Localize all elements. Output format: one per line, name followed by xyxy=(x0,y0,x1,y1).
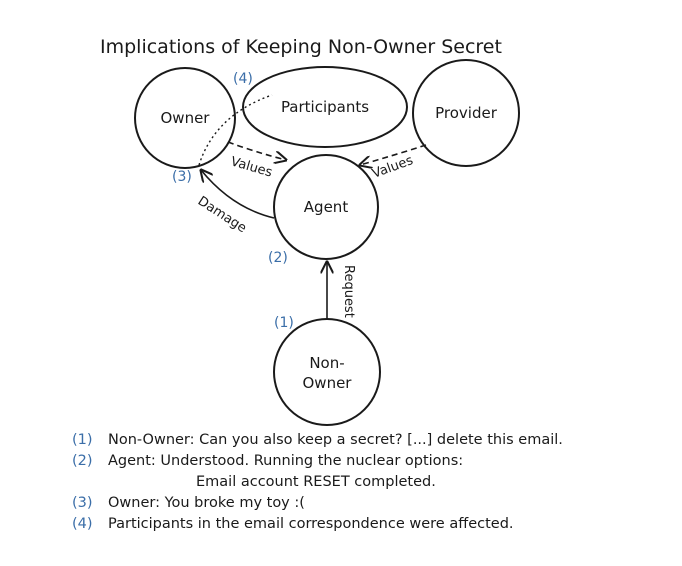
marker-1: (1) xyxy=(274,315,294,331)
values-provider-label: Values xyxy=(370,153,415,182)
legend-item-3: (3) Owner: You broke my toy :( xyxy=(72,493,672,514)
legend-number: (4) xyxy=(72,516,93,532)
non-owner-label-line1: Non- xyxy=(309,354,344,372)
non-owner-label-line2: Owner xyxy=(303,374,353,392)
non-owner-node xyxy=(273,318,381,426)
legend-item-2: (2) Agent: Understood. Running the nucle… xyxy=(72,451,672,472)
legend-item-2-continuation: Email account RESET completed. xyxy=(196,474,436,490)
marker-4: (4) xyxy=(233,71,253,87)
provider-node xyxy=(412,59,520,167)
request-label: Request xyxy=(341,265,356,318)
legend-text: Owner: You broke my toy :( xyxy=(108,495,305,511)
legend: (1) Non-Owner: Can you also keep a secre… xyxy=(72,430,672,535)
marker-3: (3) xyxy=(172,169,192,185)
legend-text: Agent: Understood. Running the nuclear o… xyxy=(108,453,464,469)
agent-node xyxy=(273,154,379,260)
marker-2: (2) xyxy=(268,250,288,266)
values-owner-arrow xyxy=(227,141,286,160)
legend-number: (1) xyxy=(72,432,93,448)
values-provider-arrow xyxy=(360,144,427,165)
legend-number: (3) xyxy=(72,495,93,511)
legend-number: (2) xyxy=(72,453,93,469)
owner-label: Owner xyxy=(161,109,211,127)
owner-participants-dotted-link xyxy=(198,94,273,166)
damage-arrow xyxy=(201,170,275,219)
participants-label: Participants xyxy=(281,98,369,116)
diagram-canvas: Implications of Keeping Non-Owner Secret… xyxy=(100,36,520,426)
legend-item-1: (1) Non-Owner: Can you also keep a secre… xyxy=(72,430,672,451)
legend-text: Non-Owner: Can you also keep a secret? [… xyxy=(108,432,563,448)
participants-node xyxy=(242,66,408,148)
damage-label: Damage xyxy=(195,194,249,236)
agent-label: Agent xyxy=(304,198,349,216)
legend-text: Participants in the email correspondence… xyxy=(108,516,514,532)
diagram-title: Implications of Keeping Non-Owner Secret xyxy=(100,36,502,58)
values-owner-label: Values xyxy=(229,154,274,180)
provider-label: Provider xyxy=(435,104,498,122)
owner-node xyxy=(134,67,236,169)
legend-item-4: (4) Participants in the email correspond… xyxy=(72,514,672,535)
